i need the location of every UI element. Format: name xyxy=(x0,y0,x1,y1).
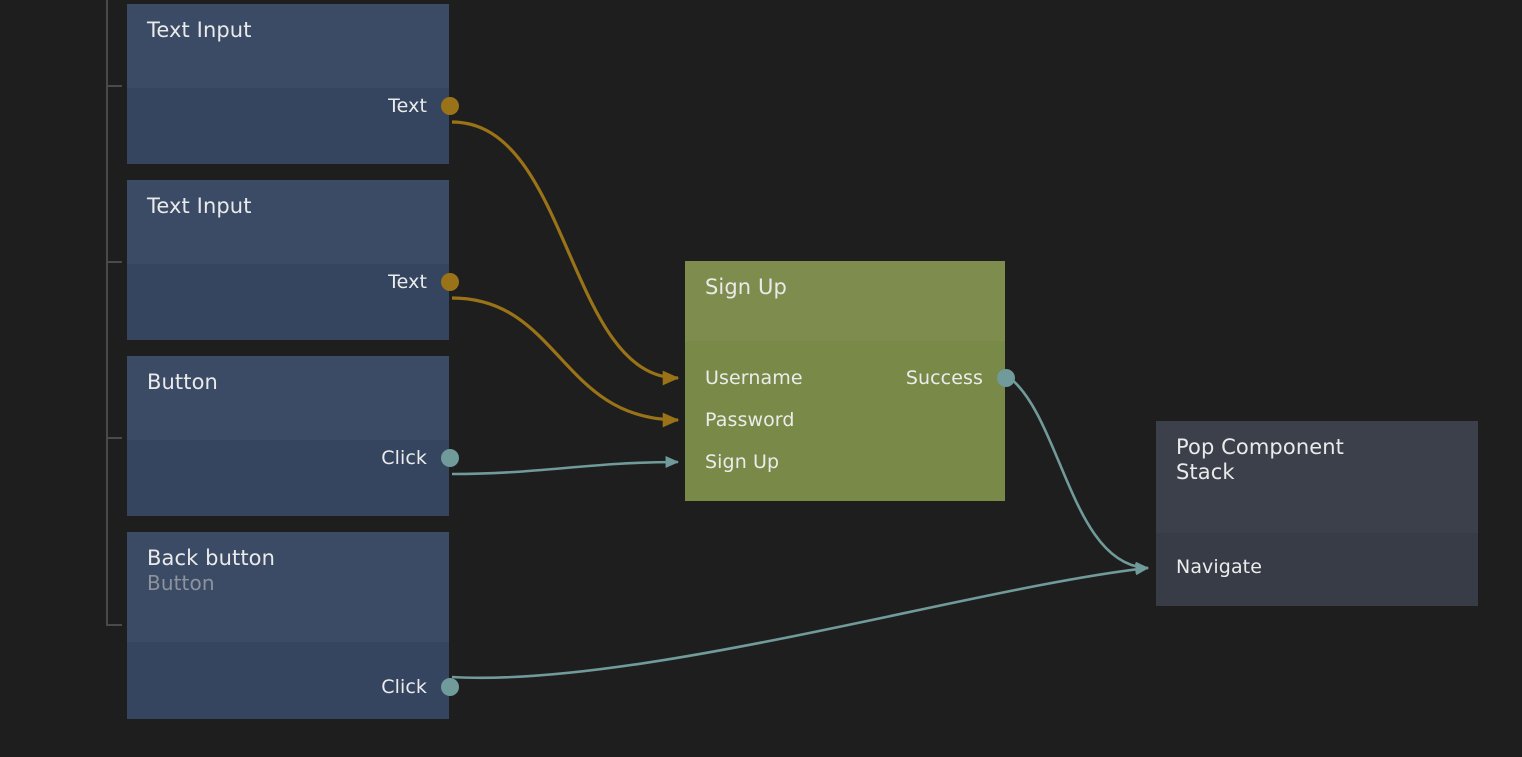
input-port-row-username[interactable]: Username xyxy=(705,365,803,391)
output-port-knob-success[interactable] xyxy=(997,369,1015,387)
node-body: Text xyxy=(127,264,459,340)
tree-stub-button xyxy=(106,437,122,439)
output-port-row-success[interactable]: Success xyxy=(906,365,983,391)
port-label: Success xyxy=(905,367,983,389)
port-label: Sign Up xyxy=(705,451,780,473)
input-port-row-navigate[interactable]: Navigate xyxy=(1176,554,1262,580)
wire-click-to-signup xyxy=(451,456,680,476)
output-port-row-text[interactable]: Text xyxy=(388,269,427,295)
node-header: Button xyxy=(127,356,449,440)
node-title: Sign Up xyxy=(705,275,787,299)
node-back-button[interactable]: Back button Button Click xyxy=(127,532,459,719)
node-body: Username Password Sign Up Success xyxy=(685,341,1015,501)
node-text-input-2[interactable]: Text Input Text xyxy=(127,180,459,340)
wire-text1-to-username xyxy=(451,120,680,386)
port-label: Password xyxy=(705,409,795,431)
node-body: Click xyxy=(127,440,459,516)
node-title: Button xyxy=(147,370,218,394)
node-body: Click xyxy=(127,642,459,719)
output-port-row-text[interactable]: Text xyxy=(388,93,427,119)
wire-backclick-to-navigate xyxy=(451,563,1150,680)
node-header: Sign Up xyxy=(685,261,1005,341)
node-title: Text Input xyxy=(147,18,252,42)
port-label: Text xyxy=(388,271,427,293)
node-header: Pop Component Stack xyxy=(1156,421,1478,533)
node-body: Text xyxy=(127,88,459,164)
node-subtitle: Button xyxy=(147,570,215,595)
node-title: Text Input xyxy=(147,194,252,218)
node-header: Text Input xyxy=(127,4,449,88)
node-body: Navigate xyxy=(1156,533,1478,606)
node-sign-up[interactable]: Sign Up Username Password Sign Up Succes… xyxy=(685,261,1015,501)
output-port-knob-text[interactable] xyxy=(441,97,459,115)
tree-stub-text-input-1 xyxy=(106,85,122,87)
output-port-knob-click[interactable] xyxy=(441,449,459,467)
node-header: Back button Button xyxy=(127,532,449,642)
node-button[interactable]: Button Click xyxy=(127,356,459,516)
wire-success-to-navigate xyxy=(1009,376,1150,574)
input-port-row-password[interactable]: Password xyxy=(705,407,795,433)
output-port-knob-click[interactable] xyxy=(441,678,459,696)
port-label: Text xyxy=(388,95,427,117)
wire-text2-to-password xyxy=(451,296,680,428)
port-label: Click xyxy=(381,676,427,698)
output-port-row-click[interactable]: Click xyxy=(381,674,427,700)
tree-vertical-line xyxy=(106,0,108,626)
port-label: Click xyxy=(381,447,427,469)
tree-stub-back-button xyxy=(106,624,122,626)
node-pop-component-stack[interactable]: Pop Component Stack Navigate xyxy=(1156,421,1478,606)
node-title: Pop Component Stack xyxy=(1176,435,1344,484)
node-text-input-1[interactable]: Text Input Text xyxy=(127,4,459,164)
node-title: Back button xyxy=(147,546,276,570)
output-port-knob-text[interactable] xyxy=(441,273,459,291)
output-port-row-click[interactable]: Click xyxy=(381,445,427,471)
port-label: Navigate xyxy=(1176,556,1263,578)
node-header: Text Input xyxy=(127,180,449,264)
input-port-row-signup[interactable]: Sign Up xyxy=(705,449,779,475)
tree-stub-text-input-2 xyxy=(106,261,122,263)
port-label: Username xyxy=(705,367,803,389)
